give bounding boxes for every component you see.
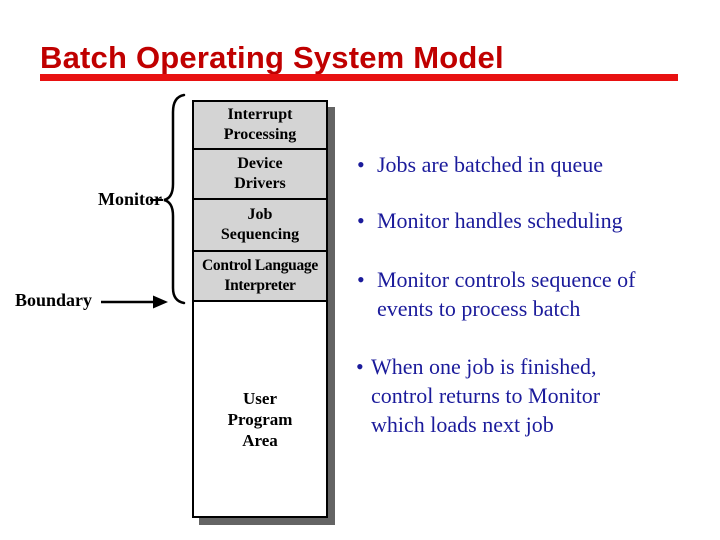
memory-stack: Interrupt Processing Device Drivers Job …	[192, 100, 328, 518]
stack-box-user-program-area: User Program Area	[194, 302, 326, 516]
stack-box-job-sequencing: Job Sequencing	[194, 200, 326, 252]
boundary-label: Boundary	[15, 290, 93, 310]
curly-brace-icon	[163, 93, 186, 305]
monitor-label: Monitor	[98, 189, 162, 209]
bullet-dot: •	[357, 152, 365, 177]
stack-box-device-drivers: Device Drivers	[194, 150, 326, 200]
bullet-text: Jobs are batched in queue	[377, 152, 604, 177]
title-underline-rule	[40, 74, 678, 81]
stack-box-interrupt-processing: Interrupt Processing	[194, 102, 326, 150]
bullet-item: • Monitor controls sequence of events to…	[357, 265, 635, 323]
stack-box-control-language-interpreter: Control Language Interpreter	[194, 252, 326, 302]
bullet-dot: •	[356, 354, 364, 379]
page-title: Batch Operating System Model	[40, 40, 504, 75]
bullet-dot: •	[357, 267, 365, 292]
bullet-item: • Jobs are batched in queue	[357, 150, 603, 179]
bullet-text: When one job is finished, control return…	[371, 354, 601, 437]
boundary-arrow-icon	[101, 295, 168, 309]
bullet-text: Monitor controls sequence of events to p…	[377, 267, 636, 321]
bullet-dot: •	[357, 208, 365, 233]
bullet-item: • Monitor handles scheduling	[357, 206, 623, 235]
bullet-text: Monitor handles scheduling	[377, 208, 623, 233]
bullet-item: • When one job is finished, control retu…	[356, 352, 600, 439]
